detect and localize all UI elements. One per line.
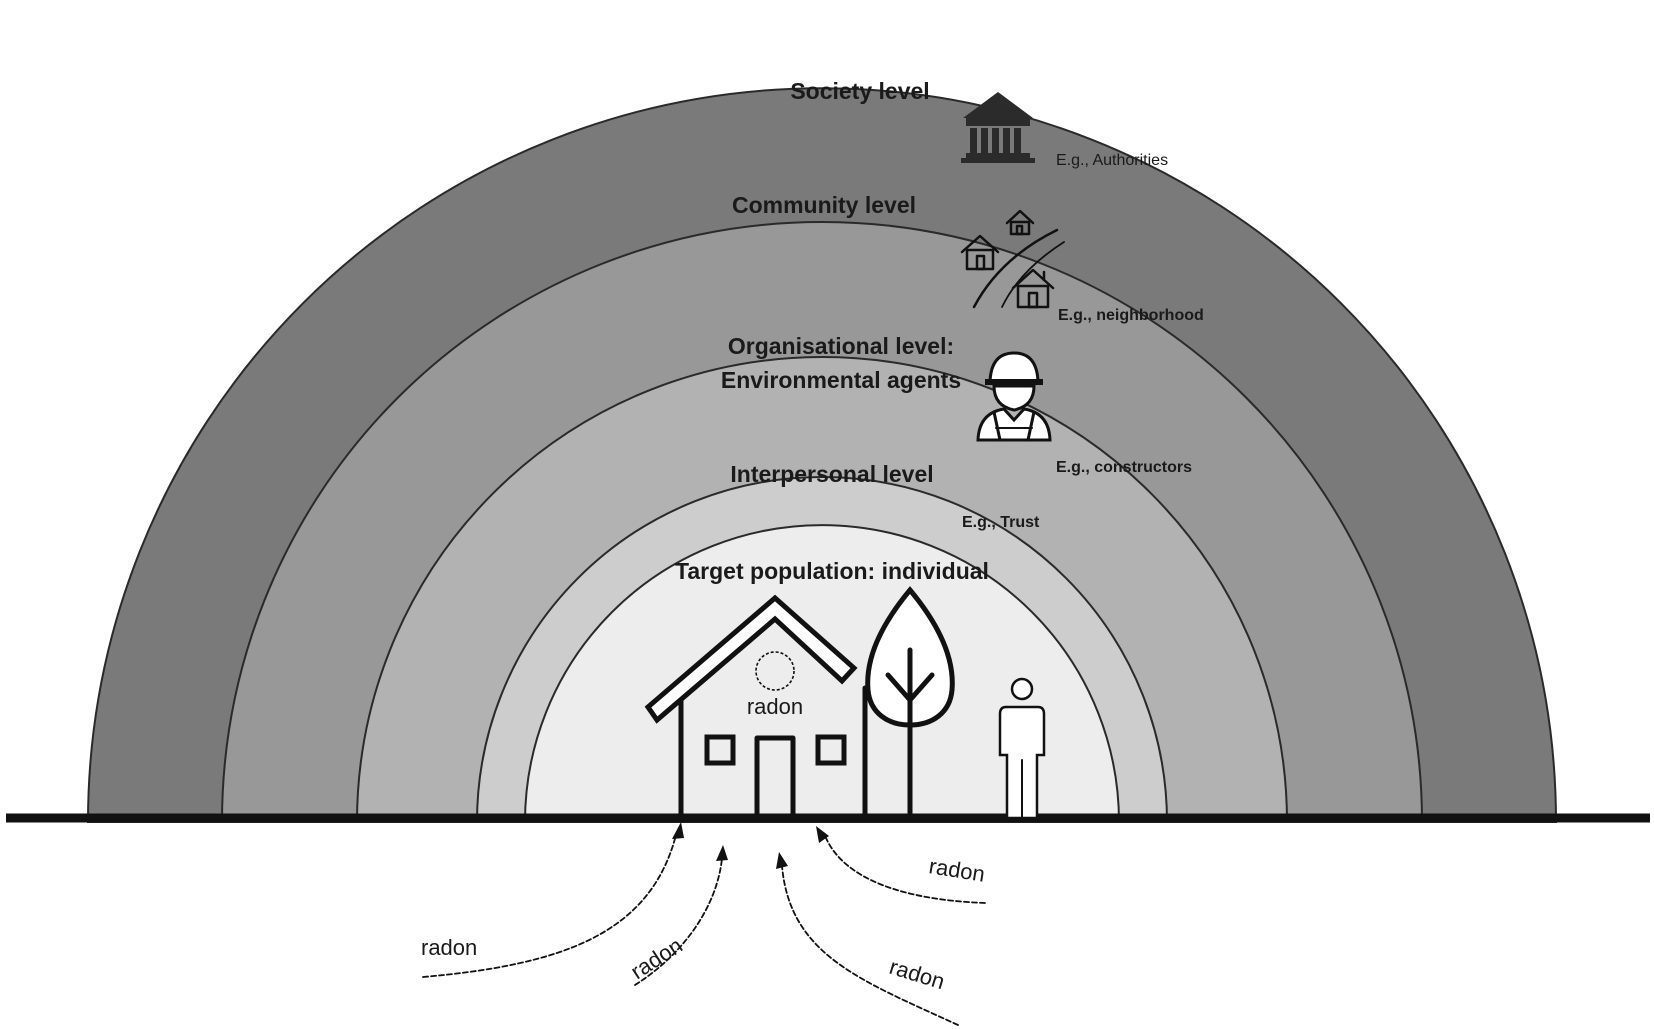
house-radon-label: radon — [747, 694, 803, 719]
construction-worker-icon — [976, 351, 1052, 442]
radon-label-mid-right: radon — [887, 954, 948, 994]
organisational-level-label: Organisational level: — [728, 333, 954, 359]
organisational-example: E.g., constructors — [1056, 459, 1192, 476]
radon-arrow-mid-right — [781, 865, 959, 1026]
society-level-label: Society level — [790, 78, 929, 104]
radon-arrow-right — [825, 837, 986, 904]
environmental-agents-label: Environmental agents — [721, 367, 961, 393]
radon-label-left: radon — [421, 935, 477, 960]
community-level-label: Community level — [732, 192, 916, 218]
arrowhead-right — [816, 826, 829, 843]
radon-label-mid-left: radon — [626, 933, 687, 985]
radon-label-right: radon — [927, 853, 986, 886]
person-icon — [998, 677, 1046, 820]
interpersonal-level-label: Interpersonal level — [730, 461, 933, 487]
individual-level-label: Target population: individual — [675, 558, 989, 584]
community-example: E.g., neighborhood — [1058, 307, 1204, 324]
radon-arrows — [422, 822, 986, 1026]
interpersonal-example: E.g., Trust — [962, 514, 1040, 531]
radon-arrow-left — [422, 834, 677, 978]
arrowhead-mid-left — [716, 845, 728, 861]
individual-ring — [523, 524, 1121, 823]
arrowhead-mid-right — [776, 852, 788, 869]
neighborhood-houses-icon — [960, 209, 1065, 309]
government-building-icon — [961, 92, 1035, 163]
society-example: E.g., Authorities — [1056, 152, 1168, 169]
tree-icon — [865, 586, 955, 821]
house-icon — [644, 594, 868, 821]
arrowhead-left — [672, 822, 684, 839]
radon-arrow-mid-left — [634, 857, 723, 986]
